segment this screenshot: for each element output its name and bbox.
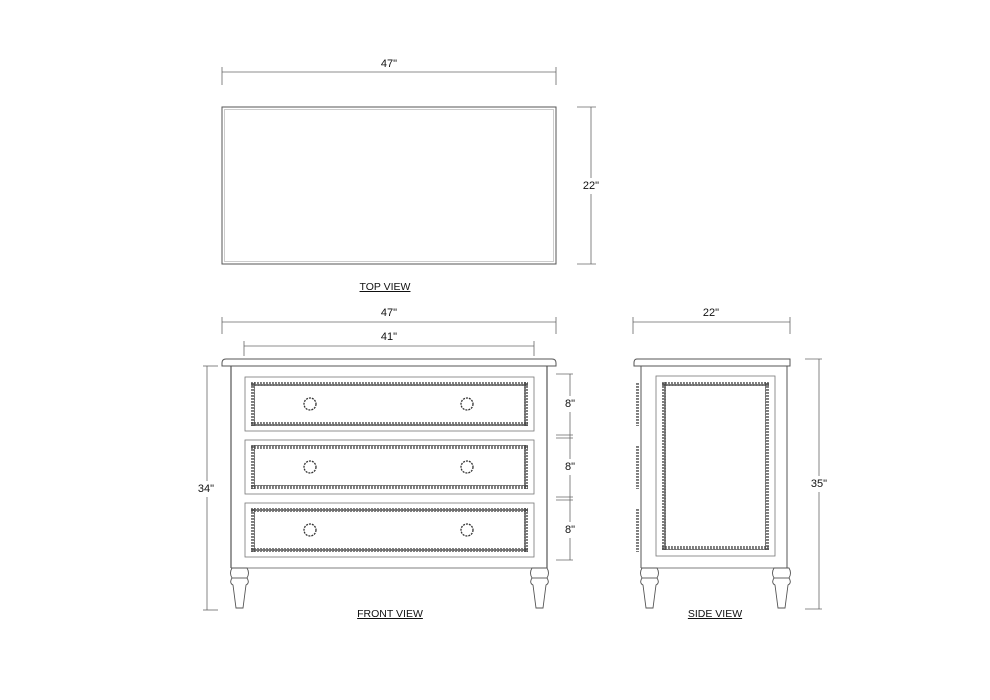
side-leg-right [772,567,791,609]
front-leg-left [230,567,249,609]
drawer-pull-icon [303,523,317,537]
drawer-2 [244,439,535,495]
drawer-pull-icon [460,460,474,474]
front-overall-width-label: 47" [380,307,398,319]
drawer-pull-icon [460,523,474,537]
front-view [203,317,573,611]
front-view-title: FRONT VIEW [357,608,423,620]
drawer-pull-icon [303,397,317,411]
drawer-2-height-label: 8" [564,459,576,475]
top-view-title: TOP VIEW [359,281,411,293]
drawer-pull-icon [460,397,474,411]
drawer-1 [244,376,535,432]
front-height-label: 34" [197,481,215,497]
drawer-1-height-label: 8" [564,396,576,412]
side-leg-left [640,567,659,609]
side-panel [655,375,776,557]
drawer-pull-icon [303,460,317,474]
tabletop-outline [221,106,557,265]
top-depth-label: 22" [582,178,600,194]
front-inner-width-label: 41" [380,331,398,343]
front-leg-right [530,567,549,609]
drawer-3 [244,502,535,558]
top-width-dimension [221,67,557,85]
side-view-title: SIDE VIEW [687,608,743,620]
top-width-label: 47" [378,58,400,70]
side-view [632,317,822,610]
top-view [221,67,596,265]
drawer-3-height-label: 8" [564,522,576,538]
side-depth-label: 22" [702,307,720,319]
side-height-label: 35" [810,476,828,492]
front-top-slab [221,358,557,367]
side-top-slab [633,358,791,367]
